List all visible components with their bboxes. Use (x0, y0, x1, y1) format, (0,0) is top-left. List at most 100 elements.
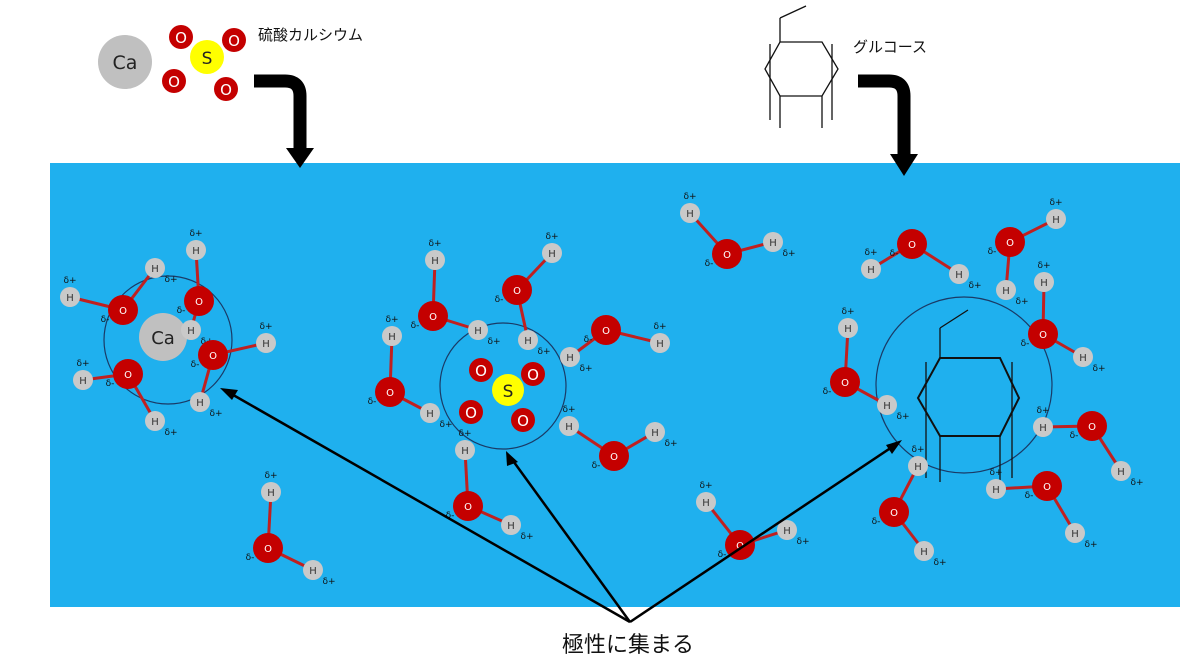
hydrogen-label: H (79, 376, 87, 387)
hydrogen-label: H (309, 566, 317, 577)
hydrogen-atom (518, 330, 538, 350)
hydrogen-atom (559, 416, 579, 436)
hydrogen-atom (181, 320, 201, 340)
oxygen-atom (879, 497, 909, 527)
delta-plus-charge: δ+ (699, 481, 712, 491)
polarity-caption: 極性に集まる (562, 633, 694, 658)
hydrogen-label: H (955, 270, 963, 281)
hydrogen-label: H (262, 339, 270, 350)
hydrogen-label: H (426, 409, 434, 420)
hydrogen-atom (986, 479, 1006, 499)
drop-arrow-left (254, 74, 314, 168)
oxygen-label: O (464, 502, 472, 513)
dissolved-calcium: Ca (139, 313, 187, 361)
hydrogen-atom (145, 411, 165, 431)
hydrogen-label: H (66, 293, 74, 304)
hydrogen-label: H (769, 238, 777, 249)
hydrogen-atom (425, 250, 445, 270)
hydrogen-atom (1046, 209, 1066, 229)
hydrogen-atom (696, 492, 716, 512)
oxygen-label: O (124, 370, 132, 381)
hydrogen-atom (645, 422, 665, 442)
hydrogen-atom (468, 320, 488, 340)
hydrogen-label: H (883, 401, 891, 412)
hydrogen-label: H (844, 324, 852, 335)
delta-plus-charge: δ+ (439, 420, 452, 430)
oxygen-label: O (119, 306, 127, 317)
delta-plus-charge: δ+ (579, 364, 592, 374)
oxygen-atom (198, 340, 228, 370)
oxygen-label: O (723, 250, 731, 261)
hydrogen-atom (838, 318, 858, 338)
delta-plus-charge: δ+ (683, 192, 696, 202)
delta-plus-charge: δ+ (385, 315, 398, 325)
oxygen-label: O (1043, 482, 1051, 493)
delta-minus-charge: δ- (988, 247, 997, 257)
hydrogen-atom (186, 240, 206, 260)
hydrogen-label: H (1002, 286, 1010, 297)
delta-plus-charge: δ+ (545, 232, 558, 242)
delta-plus-charge: δ+ (1084, 540, 1097, 550)
delta-plus-charge: δ+ (1037, 261, 1050, 271)
oxygen-atom (418, 301, 448, 331)
hydrogen-label: H (651, 428, 659, 439)
delta-plus-charge: δ+ (864, 248, 877, 258)
delta-plus-charge: δ+ (653, 322, 666, 332)
hydrogen-atom (1033, 417, 1053, 437)
hydrogen-label: H (656, 339, 664, 350)
oxygen-atom (591, 315, 621, 345)
delta-minus-charge: δ- (446, 511, 455, 521)
calcium-sulfate-label: 硫酸カルシウム (258, 26, 363, 44)
hydrogen-label: H (1052, 215, 1060, 226)
hydrogen-atom (1111, 461, 1131, 481)
oxygen-atom (113, 359, 143, 389)
delta-plus-charge: δ+ (264, 471, 277, 481)
hydrogen-atom (996, 280, 1016, 300)
sulfur-atom-label: S (202, 49, 213, 69)
hydrogen-atom (680, 203, 700, 223)
delta-minus-charge: δ- (1021, 339, 1030, 349)
hydrogen-label: H (1079, 353, 1087, 364)
delta-plus-charge: δ+ (209, 409, 222, 419)
oxygen-atom (1032, 471, 1062, 501)
oxygen-atom (897, 229, 927, 259)
hydrogen-label: H (507, 521, 515, 532)
hydrogen-label: H (474, 326, 482, 337)
hydrogen-atom (1034, 272, 1054, 292)
hydrogen-label: H (686, 209, 694, 220)
delta-minus-charge: δ- (191, 360, 200, 370)
oxygen-atom (830, 367, 860, 397)
oxygen-label: O (195, 297, 203, 308)
oxygen-atom (599, 441, 629, 471)
delta-plus-charge: δ+ (322, 577, 335, 587)
delta-plus-charge: δ+ (428, 239, 441, 249)
delta-minus-charge: δ- (368, 397, 377, 407)
oxygen-label: O (168, 73, 180, 91)
oxygen-atom (1077, 411, 1107, 441)
hydrogen-label: H (1039, 423, 1047, 434)
polarity-arrowheads (220, 388, 902, 466)
oxygen-label: O (465, 404, 477, 422)
delta-plus-charge: δ+ (520, 532, 533, 542)
oxygen-label: O (209, 351, 217, 362)
hydrogen-label: H (867, 265, 875, 276)
hydrogen-atom (455, 440, 475, 460)
hydrogen-label: H (920, 547, 928, 558)
delta-minus-charge: δ- (411, 321, 420, 331)
delta-plus-charge: δ+ (1049, 198, 1062, 208)
delta-plus-charge: δ+ (487, 337, 500, 347)
delta-plus-charge: δ+ (1092, 364, 1105, 374)
hydrogen-atom (650, 333, 670, 353)
calcium-atom-label: Ca (113, 52, 138, 74)
oxygen-atom (253, 533, 283, 563)
oxygen-label: O (517, 412, 529, 430)
polarity-arrows (227, 390, 896, 624)
delta-plus-charge: δ+ (537, 347, 550, 357)
delta-plus-charge: δ+ (782, 249, 795, 259)
hydrogen-atom (560, 347, 580, 367)
delta-plus-charge: δ+ (989, 468, 1002, 478)
hydrogen-atom (1065, 523, 1085, 543)
hydrogen-atom (777, 520, 797, 540)
hydrogen-label: H (1071, 529, 1079, 540)
